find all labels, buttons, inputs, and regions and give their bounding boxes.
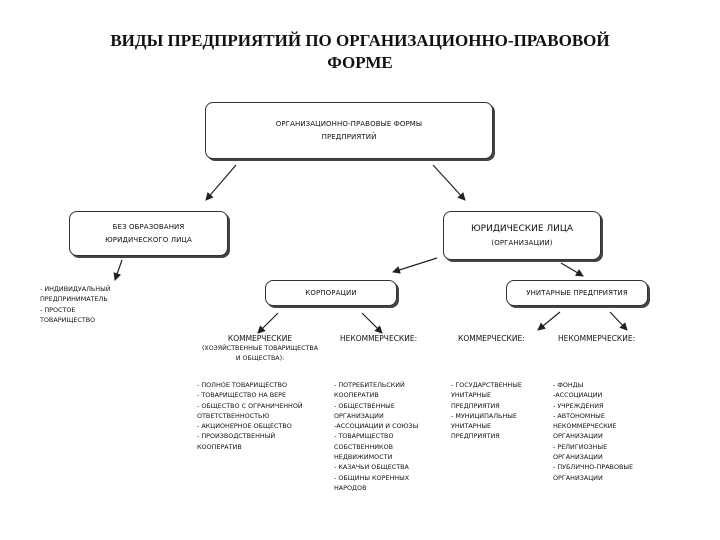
list-item: ОРГАНИЗАЦИИ	[553, 453, 603, 462]
list-item: ПРЕДПРИЯТИЯ	[451, 401, 500, 410]
page-title: ВИДЫ ПРЕДПРИЯТИЙ ПО ОРГАНИЗАЦИОННО-ПРАВО…	[0, 30, 720, 74]
corporations-box: КОРПОРАЦИИ	[265, 280, 397, 306]
list-item: ТОВАРИЩЕСТВО	[40, 315, 96, 324]
corp-commercial-heading: КОММЕРЧЕСКИЕ (ХОЗЯЙСТВЕННЫЕ ТОВАРИЩЕСТВА…	[196, 334, 324, 364]
list-item: - ПОТРЕБИТЕЛЬСКИЙ	[334, 381, 405, 389]
unitary-noncommercial-title: НЕКОММЕРЧЕСКИЕ:	[558, 334, 636, 343]
unitary-label: УНИТАРНЫЕ ПРЕДПРИЯТИЯ	[526, 288, 628, 297]
list-item: - ГОСУДАРСТВЕННЫЕ	[451, 381, 522, 389]
list-item: НЕКОММЕРЧЕСКИЕ	[553, 422, 617, 431]
list-item: НЕДВИЖИМОСТИ	[334, 453, 393, 462]
title-line-2: ФОРМЕ	[327, 53, 393, 72]
arrow-corp-to-noncommercial	[361, 312, 383, 334]
arrow-unitary-to-noncommercial	[609, 311, 628, 331]
no-entity-line-2: ЮРИДИЧЕСКОГО ЛИЦА	[105, 235, 192, 244]
legal-entities-box: ЮРИДИЧЕСКИЕ ЛИЦА (ОРГАНИЗАЦИИ)	[443, 211, 601, 260]
legal-line-2: (ОРГАНИЗАЦИИ)	[491, 238, 553, 247]
arrow-root-to-no-entity	[205, 164, 237, 201]
list-item: - УЧРЕЖДЕНИЯ	[553, 401, 604, 410]
list-item: - ПУБЛИЧНО-ПРАВОВЫЕ	[553, 463, 634, 472]
list-item: - ОБЩЕСТВЕННЫЕ	[334, 401, 395, 410]
list-item: - ТОВАРИЩЕСТВО	[334, 432, 394, 441]
list-item: УНИТАРНЫЕ	[451, 391, 492, 400]
arrow-no-entity-to-list	[113, 259, 123, 281]
list-item: - КАЗАЧЬИ ОБЩЕСТВА	[334, 463, 409, 472]
list-item: - АВТОНОМНЫЕ	[553, 411, 605, 420]
corp-noncommercial-list: - ПОТРЕБИТЕЛЬСКИЙ КООПЕРАТИВ - ОБЩЕСТВЕН…	[334, 380, 418, 493]
list-item: - ОБЩИНЫ КОРЕННЫХ	[334, 473, 410, 482]
list-item: СОБСТВЕННИКОВ	[334, 442, 394, 451]
list-item: КООПЕРАТИВ	[334, 391, 379, 400]
no-entity-line-1: БЕЗ ОБРАЗОВАНИЯ	[112, 222, 185, 231]
list-item: ОТВЕТСТВЕННОСТЬЮ	[197, 411, 270, 420]
list-item: - ТОВАРИЩЕСТВО НА ВЕРЕ	[197, 391, 287, 400]
corp-commercial-sub-2: И ОБЩЕСТВА):	[235, 355, 285, 362]
list-item: - ИНДИВИДУАЛЬНЫЙ	[40, 285, 111, 293]
arrow-legal-to-unitary	[560, 262, 584, 277]
arrow-unitary-to-commercial	[537, 311, 561, 331]
list-item: ОРГАНИЗАЦИИ	[553, 473, 603, 482]
no-entity-box: БЕЗ ОБРАЗОВАНИЯ ЮРИДИЧЕСКОГО ЛИЦА	[69, 211, 228, 256]
list-item: - ПРОИЗВОДСТВЕННЫЙ	[197, 432, 276, 441]
list-item: НАРОДОВ	[334, 483, 367, 492]
corp-noncommercial-title: НЕКОММЕРЧЕСКИЕ:	[340, 334, 418, 343]
arrow-corp-to-commercial	[257, 312, 279, 334]
unitary-box: УНИТАРНЫЕ ПРЕДПРИЯТИЯ	[506, 280, 648, 306]
root-line-1: ОРГАНИЗАЦИОННО-ПРАВОВЫЕ ФОРМЫ	[275, 119, 423, 128]
legal-line-1: ЮРИДИЧЕСКИЕ ЛИЦА	[470, 223, 574, 234]
unitary-commercial-list: - ГОСУДАРСТВЕННЫЕ УНИТАРНЫЕ ПРЕДПРИЯТИЯ …	[451, 380, 522, 442]
list-item: ПРЕДПРИЯТИЯ	[451, 432, 500, 441]
list-item: -АССОЦИАЦИИ	[553, 391, 603, 400]
unitary-commercial-title: КОММЕРЧЕСКИЕ:	[458, 334, 525, 343]
unitary-noncommercial-list: - ФОНДЫ -АССОЦИАЦИИ - УЧРЕЖДЕНИЯ - АВТОН…	[553, 380, 633, 483]
corp-commercial-sub-1: (ХОЗЯЙСТВЕННЫЕ ТОВАРИЩЕСТВА	[201, 345, 319, 352]
list-item: ОРГАНИЗАЦИИ	[334, 411, 384, 420]
list-item: ОРГАНИЗАЦИИ	[553, 432, 603, 441]
arrow-legal-to-corporations	[392, 257, 438, 274]
list-item: - ФОНДЫ	[553, 381, 584, 389]
list-item: -АССОЦИАЦИИ И СОЮЗЫ	[334, 422, 419, 431]
arrow-root-to-legal	[432, 164, 466, 201]
root-line-2: ПРЕДПРИЯТИЙ	[321, 132, 377, 141]
unitary-commercial-heading: КОММЕРЧЕСКИЕ:	[458, 334, 525, 344]
unitary-noncommercial-heading: НЕКОММЕРЧЕСКИЕ:	[558, 334, 635, 344]
list-item: - АКЦИОНЕРНОЕ ОБЩЕСТВО	[197, 422, 292, 431]
list-item: - ОБЩЕСТВО С ОГРАНИЧЕННОЙ	[197, 401, 303, 410]
list-item: - ПРОСТОЕ	[40, 305, 76, 314]
list-item: КООПЕРАТИВ	[197, 442, 242, 451]
corporations-label: КОРПОРАЦИИ	[305, 288, 357, 297]
list-item: - МУНИЦИПАЛЬНЫЕ	[451, 411, 517, 420]
list-item: - РЕЛИГИОЗНЫЕ	[553, 442, 608, 451]
list-item: ПРЕДПРИНИМАТЕЛЬ	[40, 295, 108, 304]
no-entity-list: - ИНДИВИДУАЛЬНЫЙ ПРЕДПРИНИМАТЕЛЬ - ПРОСТ…	[40, 284, 111, 325]
corp-commercial-list: - ПОЛНОЕ ТОВАРИЩЕСТВО - ТОВАРИЩЕСТВО НА …	[197, 380, 303, 452]
title-line-1: ВИДЫ ПРЕДПРИЯТИЙ ПО ОРГАНИЗАЦИОННО-ПРАВО…	[110, 31, 610, 50]
root-box: ОРГАНИЗАЦИОННО-ПРАВОВЫЕ ФОРМЫ ПРЕДПРИЯТИ…	[205, 102, 493, 159]
corp-commercial-title: КОММЕРЧЕСКИЕ	[227, 334, 293, 343]
corp-noncommercial-heading: НЕКОММЕРЧЕСКИЕ:	[340, 334, 417, 344]
list-item: УНИТАРНЫЕ	[451, 422, 492, 431]
list-item: - ПОЛНОЕ ТОВАРИЩЕСТВО	[197, 381, 288, 389]
